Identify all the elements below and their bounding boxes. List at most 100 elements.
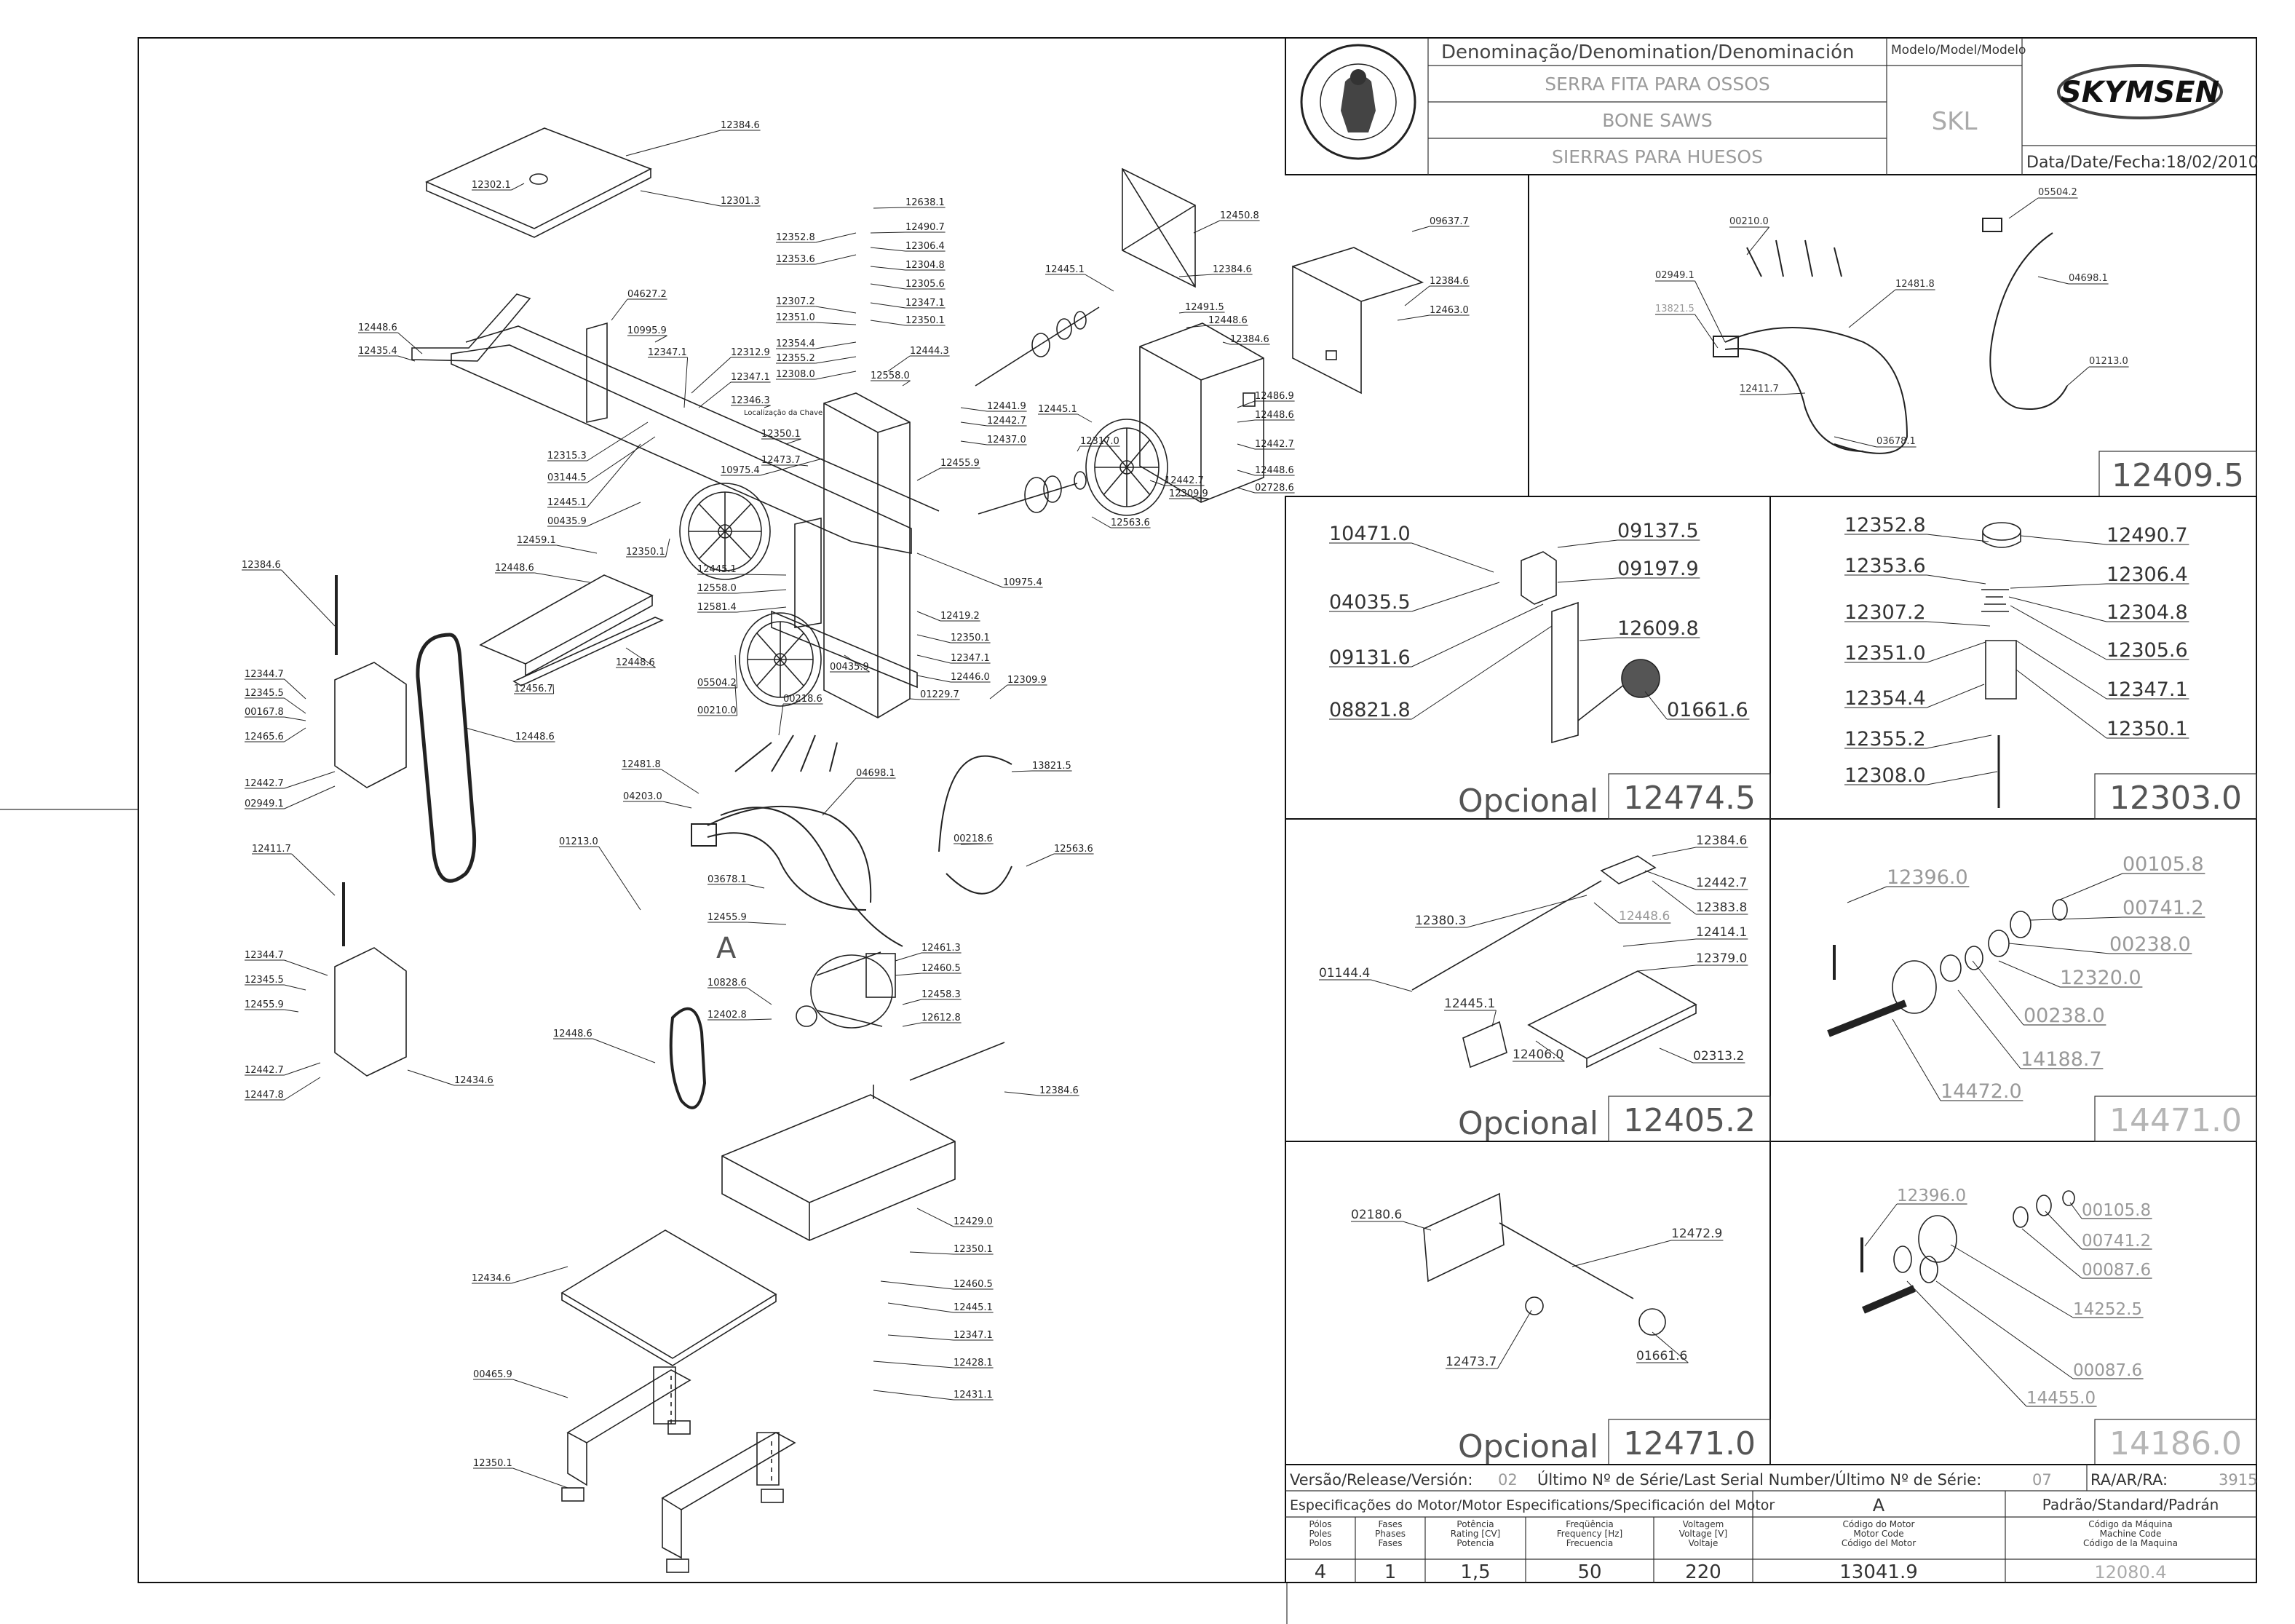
part-number-label: 12442.7 xyxy=(245,778,284,789)
kit-number-hub-a: 14471.0 xyxy=(2109,1102,2242,1139)
leader-line xyxy=(916,552,1004,588)
motor-spec-value: 4 xyxy=(1315,1561,1327,1583)
part-callout: 12459.1 xyxy=(517,535,598,554)
leader-line xyxy=(960,440,988,445)
leader-line xyxy=(1237,443,1256,450)
leader-line xyxy=(665,538,670,558)
leader-line xyxy=(815,322,857,325)
kit-callout: 13821.5 xyxy=(1655,304,1719,349)
release-value: 02 xyxy=(1498,1471,1518,1489)
leader-line xyxy=(1085,274,1114,292)
kit-part-label: 02180.6 xyxy=(1351,1208,1402,1222)
leader-line xyxy=(734,684,738,716)
leader-line xyxy=(2010,605,2107,660)
part-callout: 12448.6 xyxy=(1237,465,1295,476)
part-number-label: 12429.0 xyxy=(954,1216,993,1227)
part-number-label: 12304.8 xyxy=(905,260,945,271)
kit-part-label: 12473.7 xyxy=(1446,1355,1497,1369)
leader-line xyxy=(960,421,988,427)
leader-line xyxy=(737,606,787,613)
kit-callout: 01661.6 xyxy=(1644,691,1750,721)
part-callout: 10828.6 xyxy=(707,978,772,1005)
part-callout: 12563.6 xyxy=(1091,516,1151,528)
part-callout: 12344.7 xyxy=(245,950,328,976)
kit-callout: 12306.4 xyxy=(2010,563,2189,589)
part-callout: 04627.2 xyxy=(611,289,667,321)
leader-line xyxy=(778,703,784,736)
kit-callout: 12308.0 xyxy=(1844,764,1998,787)
leader-line xyxy=(737,589,787,594)
main-assembly-drawing: Localização da Chave A xyxy=(334,127,2068,1573)
part-number-label: 01229.7 xyxy=(920,689,959,700)
part-number-label: 00435.9 xyxy=(547,516,587,527)
leader-line xyxy=(1149,480,1165,486)
part-callout: 12442.7 xyxy=(1237,439,1295,450)
kit-part-label: 04698.1 xyxy=(2069,273,2108,284)
kit-part-label: 12306.4 xyxy=(2106,563,2188,586)
part-callout: 12307.2 xyxy=(776,296,857,314)
part-number-label: 12347.1 xyxy=(951,653,990,664)
leader-line xyxy=(1411,542,1494,573)
kit-callout: 12396.0 xyxy=(1864,1187,1967,1247)
leader-line xyxy=(284,1062,321,1076)
leader-line xyxy=(1864,1203,1898,1247)
part-number-label: 12350.1 xyxy=(761,429,801,440)
leader-line xyxy=(625,130,721,157)
kit-part-label: 12442.7 xyxy=(1696,876,1747,890)
part-number-label: 12490.7 xyxy=(905,222,945,233)
leader-line xyxy=(1652,880,1697,915)
kit-callout: 00210.0 xyxy=(1729,216,1769,256)
lower-wheel xyxy=(739,612,822,707)
part-callout: 12350.1 xyxy=(473,1458,568,1489)
kit-callout: 08821.8 xyxy=(1329,625,1553,721)
part-number-label: 12447.8 xyxy=(245,1090,284,1101)
part-callout: 12309.9 xyxy=(989,675,1047,700)
leader-line xyxy=(281,569,336,627)
part-number-label: 03678.1 xyxy=(707,874,747,885)
leader-line xyxy=(2045,1211,2082,1250)
part-number-label: 12481.8 xyxy=(622,759,661,770)
kit-callout: 14188.7 xyxy=(1957,989,2104,1071)
leader-line xyxy=(1186,325,1209,328)
part-number-label: 12309.9 xyxy=(1169,488,1208,499)
serial-value: 07 xyxy=(2032,1471,2052,1489)
leader-line xyxy=(870,320,906,326)
hub-b-kit-drawing xyxy=(1860,1190,2075,1314)
part-callout: 12460.5 xyxy=(895,963,962,976)
part-callout: 12558.0 xyxy=(697,583,787,594)
kit-callout: 00741.2 xyxy=(2030,897,2205,921)
part-number-label: 12307.2 xyxy=(776,296,815,307)
part-number-label: 12456.7 xyxy=(514,684,553,694)
part-callout: 09637.7 xyxy=(1411,216,1470,232)
leader-line xyxy=(284,697,306,714)
part-number-label: 12448.6 xyxy=(495,563,534,574)
leader-line xyxy=(916,1208,954,1227)
leader-line xyxy=(916,611,941,622)
lower-bracket xyxy=(771,518,918,689)
part-number-label: 12419.2 xyxy=(940,611,980,622)
kit-callout: 12490.7 xyxy=(2020,524,2189,547)
kit-number-hub-b: 14186.0 xyxy=(2109,1425,2242,1462)
leader-line xyxy=(1411,603,1544,668)
part-callout: 12463.0 xyxy=(1397,305,1470,321)
kit-callout: 12350.1 xyxy=(2015,669,2189,740)
part-callout: 12444.3 xyxy=(887,346,950,372)
motor-spec-label: Voltagem xyxy=(1683,1519,1724,1529)
part-callout: 12355.2 xyxy=(776,353,857,364)
upper-arm-beam xyxy=(451,325,940,554)
kit-part-label: 03678.1 xyxy=(1876,436,1916,447)
kit-callout: 12304.8 xyxy=(2008,596,2189,624)
leader-line xyxy=(511,183,525,191)
part-callout: 12442.7 xyxy=(1149,475,1205,486)
part-number-label: 10975.4 xyxy=(1003,577,1042,588)
part-callout: 03144.5 xyxy=(547,436,656,483)
leader-line xyxy=(683,357,689,408)
guide-plate xyxy=(586,322,608,423)
name-pt: SERRA FITA PARA OSSOS xyxy=(1545,74,1770,95)
leader-line xyxy=(1237,400,1256,408)
spec-table: Versão/Release/Versión: 02 Último Nº de … xyxy=(1285,1464,2257,1583)
clutch-kit-drawing xyxy=(1981,522,2021,808)
part-number-label: 00435.9 xyxy=(830,662,869,673)
part-number-label: 12350.1 xyxy=(473,1458,512,1469)
serial-label: Último Nº de Série/Last Serial Number/Úl… xyxy=(1537,1470,1981,1489)
